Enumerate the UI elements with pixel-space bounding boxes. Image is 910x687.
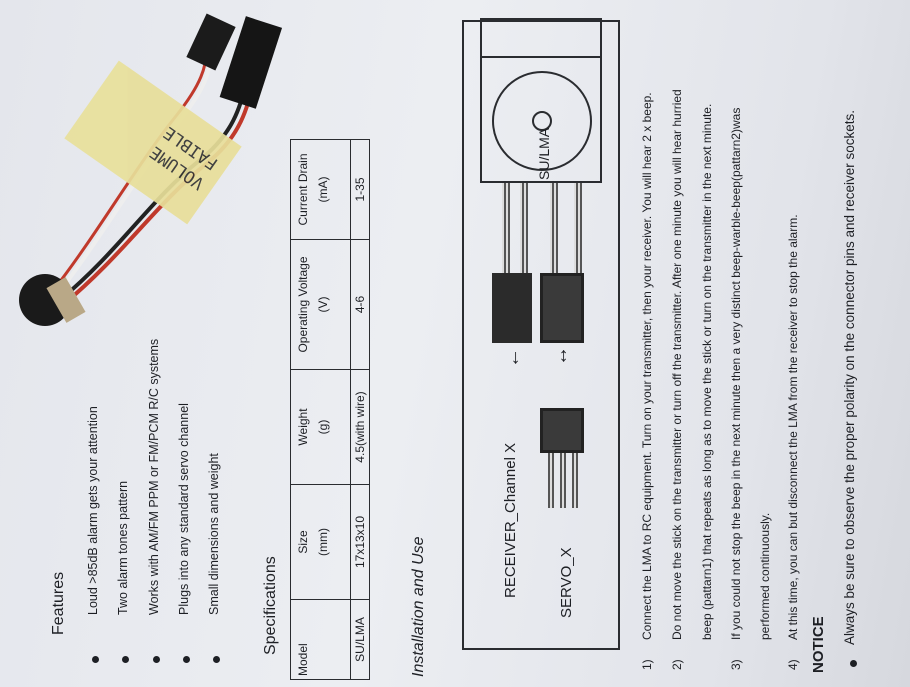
servo-label: SERVO_X <box>558 547 575 618</box>
wire <box>560 453 566 508</box>
step-text: At this time, you can but disconnect the… <box>786 214 800 640</box>
header-size: Size(mm) <box>290 484 351 600</box>
arrow-down-icon: ← <box>502 348 524 368</box>
step-text: If you could not stop the beep in the ne… <box>729 107 743 640</box>
feature-item: Loud >85dB alarm gets your attention <box>86 406 100 615</box>
alarm-device-photo <box>19 13 283 326</box>
table-row: SU/LMA 17x13x10 4.5(with wire) 4-6 1-35 <box>350 139 370 680</box>
bullet-icon <box>92 656 99 663</box>
feature-item: Two alarm tones pattern <box>116 480 130 615</box>
bullet-icon <box>153 656 160 663</box>
step-text: performed continuously. <box>758 512 772 640</box>
feature-item: Works with AM/FM PPM or FM/PCM R/C syste… <box>147 338 161 615</box>
bullet-icon <box>183 656 190 663</box>
table-header-row: Model Size(mm) Weight(g) Operating Volta… <box>290 139 351 680</box>
device-label: SU/LMA <box>536 127 552 180</box>
header-model: Model <box>290 599 351 680</box>
header-current-drain: Current Drain(mA) <box>290 139 351 240</box>
wire <box>572 453 578 508</box>
cell-voltage: 4-6 <box>350 239 370 370</box>
servo-side-connector <box>540 273 584 343</box>
wire <box>574 183 582 273</box>
feature-item: Small dimensions and weight <box>207 453 221 615</box>
features-heading: Features <box>50 571 67 635</box>
step-text: beep (pattarn1) that repeats as long as … <box>700 103 714 640</box>
step-number: 1) <box>640 659 654 670</box>
notice-text: Always be sure to observe the proper pol… <box>842 109 857 645</box>
header-operating-voltage: Operating Voltage(V) <box>290 239 351 370</box>
wiring-diagram: SU/LMA ← ↔ RECEIVER_Channel X SERVO_X <box>462 18 620 650</box>
feature-item: Plugs into any standard servo channel <box>177 403 191 615</box>
wire <box>550 183 558 273</box>
header-weight: Weight(g) <box>290 369 351 485</box>
servo-connector <box>540 408 584 453</box>
step-number: 2) <box>670 659 684 670</box>
bullet-icon <box>850 660 857 667</box>
step-number: 3) <box>729 659 743 670</box>
cell-model: SU/LMA <box>350 599 370 680</box>
cell-current: 1-35 <box>350 139 370 240</box>
receiver-connector <box>492 273 532 343</box>
specifications-heading: Specifications <box>262 556 279 655</box>
cell-weight: 4.5(with wire) <box>350 369 370 485</box>
step-text: Do not move the stick on the transmitter… <box>670 89 684 640</box>
installation-heading: Installation and Use <box>410 536 427 677</box>
bidirectional-arrow-icon: ↔ <box>550 346 572 366</box>
wire <box>520 183 528 273</box>
wire <box>548 453 554 508</box>
specifications-table: Model Size(mm) Weight(g) Operating Volta… <box>290 139 370 680</box>
bullet-icon <box>213 656 220 663</box>
receiver-label: RECEIVER_Channel X <box>502 442 519 598</box>
wire <box>502 183 510 273</box>
cell-size: 17x13x10 <box>350 484 370 600</box>
bullet-icon <box>122 656 129 663</box>
step-number: 4) <box>786 659 800 670</box>
notice-heading: NOTICE <box>810 616 827 673</box>
step-text: Connect the LMA to RC equipment. Turn on… <box>640 92 654 640</box>
